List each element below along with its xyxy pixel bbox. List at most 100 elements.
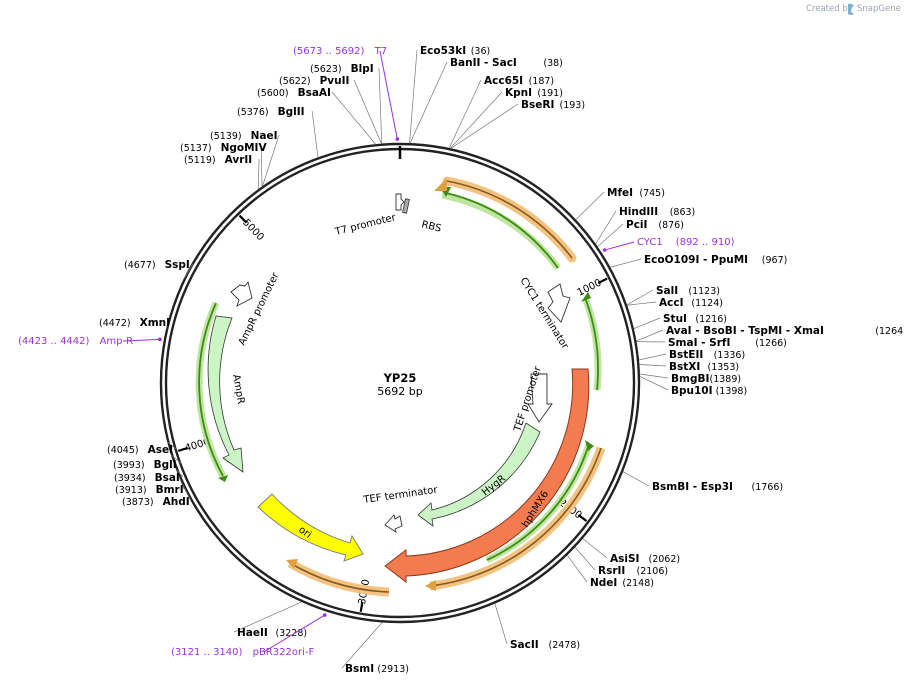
site-rsrii[interactable]: RsrII(2106): [598, 565, 668, 577]
site-bsteii[interactable]: BstEII (1336): [669, 349, 745, 361]
site-sspi[interactable]: (4677)SspI: [124, 259, 190, 271]
site-bmgbi[interactable]: BmgBI(1389): [671, 373, 741, 385]
site-pvuii[interactable]: (5622)PvuII: [279, 75, 349, 87]
site-leader: [233, 601, 302, 633]
site-eco53ki[interactable]: Eco53kI(36): [420, 45, 490, 57]
site-leader: [638, 353, 667, 361]
site-bglii[interactable]: (5376)BglII: [237, 106, 305, 118]
primer-leader: [123, 338, 160, 342]
site-ngomiv[interactable]: (5137) NgoMIV: [180, 142, 267, 154]
primer-ampr[interactable]: (4423 .. 4442) Amp-R: [18, 336, 162, 347]
site-position: (3873): [122, 497, 154, 508]
site-avrii[interactable]: (5119)AvrII: [184, 154, 252, 166]
site-mfei[interactable]: MfeI(745): [607, 187, 665, 199]
site-haeii[interactable]: HaeII(3228): [237, 627, 307, 639]
site-labels: Eco53kI(36)BanII - SacI(38) Acc65I(187)Kp…: [99, 45, 904, 675]
site-bsmi[interactable]: BsmI(2913): [345, 663, 409, 675]
site-bpu10i[interactable]: Bpu10I(1398): [671, 385, 747, 397]
site-name: BsmBI - Esp3I: [652, 481, 733, 493]
site-name: BlpI: [351, 63, 374, 75]
site-asei[interactable]: (4045)AseI: [107, 444, 173, 456]
site-name: AhdI: [163, 496, 190, 508]
site-name: NgoMIV: [221, 142, 268, 154]
site-name: NaeI: [251, 130, 278, 142]
site-leader: [182, 484, 192, 502]
site-smai[interactable]: SmaI - SrfI(1266): [668, 337, 787, 349]
site-leader: [626, 289, 654, 306]
primer-leader: [263, 614, 326, 653]
site-position: (38): [543, 58, 563, 69]
site-pcii[interactable]: PciI(876): [626, 219, 684, 231]
site-position: (745): [639, 188, 665, 199]
site-bsaai[interactable]: (5600)BsaAI: [257, 87, 331, 99]
backbone-outer: [159, 142, 641, 624]
site-bmri[interactable]: (3913) BmrI: [115, 484, 184, 496]
site-position: (5137): [180, 143, 212, 154]
site-naei[interactable]: (5139)NaeI: [210, 130, 278, 142]
site-name: SmaI - SrfI: [668, 337, 730, 349]
site-banii[interactable]: BanII - SacI(38): [450, 57, 563, 69]
site-ahdi[interactable]: (3873) AhdI: [122, 496, 190, 508]
site-leader: [311, 110, 319, 158]
credit-brand: SnapGene: [857, 4, 901, 14]
cyc1-terminator-arrow: [547, 283, 571, 323]
site-leader: [353, 79, 382, 144]
site-xmni[interactable]: (4472)XmnI: [99, 317, 170, 329]
site-ndei[interactable]: NdeI(2148): [590, 577, 654, 589]
site-sacii[interactable]: SacII(2478): [510, 639, 580, 651]
site-blpi[interactable]: (5623)BlpI: [310, 63, 374, 75]
site-position: (1336): [714, 350, 746, 361]
site-name: HindIII: [619, 206, 658, 218]
site-bgli[interactable]: (3993)BglI: [113, 459, 177, 471]
primer-range: (4423 .. 4442): [18, 336, 90, 347]
site-leader: [260, 146, 263, 187]
cyc1-green-arrow: [445, 192, 559, 269]
site-leader: [566, 555, 588, 583]
site-position: (3913): [115, 485, 147, 496]
site-position: (2148): [622, 578, 654, 589]
site-name: AsiSI: [610, 553, 639, 565]
site-position: (4045): [107, 445, 139, 456]
primer-t7[interactable]: (5673 .. 5692)T7: [293, 46, 400, 141]
site-stui[interactable]: StuI(1216): [663, 313, 727, 325]
site-leader: [575, 191, 605, 220]
site-leader: [636, 329, 664, 342]
site-position: (3934): [114, 473, 146, 484]
site-bsmbi[interactable]: BsmBI - Esp3I(1766): [652, 481, 783, 493]
site-name: BstEII: [669, 349, 703, 361]
site-position: (2106): [637, 566, 669, 577]
right-green-arrow: [585, 299, 599, 391]
snapgene-logo-icon: [848, 3, 854, 15]
site-position: (2478): [549, 640, 581, 651]
site-leader: [610, 258, 642, 268]
site-bseri[interactable]: BseRI(193): [521, 99, 585, 111]
ampr-cds-arrow: [207, 315, 244, 473]
site-leaders: [165, 49, 669, 669]
site-ecoo109i[interactable]: EcoO109I - PpuMI(967): [644, 254, 787, 266]
site-acci[interactable]: AccI(1124): [659, 297, 723, 309]
site-leader: [378, 67, 383, 144]
site-asisi[interactable]: AsiSI(2062): [610, 553, 680, 565]
site-leader: [639, 376, 669, 391]
primer-name: pBR322ori-F: [253, 647, 315, 658]
site-position: (3228): [276, 628, 308, 639]
site-name: PvuII: [320, 75, 350, 87]
site-name: BmrI: [156, 484, 184, 496]
site-leader: [409, 49, 418, 144]
primer-pbr322[interactable]: (3121 .. 3140)pBR322ori-F: [171, 613, 327, 658]
site-hindiii[interactable]: HindIII(863): [619, 206, 695, 218]
site-kpni[interactable]: KpnI(191): [505, 87, 563, 99]
site-acc65i[interactable]: Acc65I(187): [484, 75, 554, 87]
site-avai[interactable]: AvaI - BsoBI - TspMI - XmaI(1264): [666, 325, 904, 337]
site-sali[interactable]: SalI(1123): [656, 285, 720, 297]
site-bstxi[interactable]: BstXI(1353): [669, 361, 739, 373]
site-bsai[interactable]: (3934)BsaI: [114, 472, 180, 484]
site-name: Bpu10I: [671, 385, 713, 397]
site-leader: [262, 134, 280, 187]
tick-mark: [177, 446, 189, 452]
ori-arrow: [257, 493, 364, 562]
primer-cyc1[interactable]: CYC1(892 .. 910): [602, 237, 735, 252]
primer-name: Amp-R: [100, 336, 134, 347]
site-leader: [597, 223, 624, 247]
snapgene-credit: Created by SnapGene: [806, 3, 901, 15]
